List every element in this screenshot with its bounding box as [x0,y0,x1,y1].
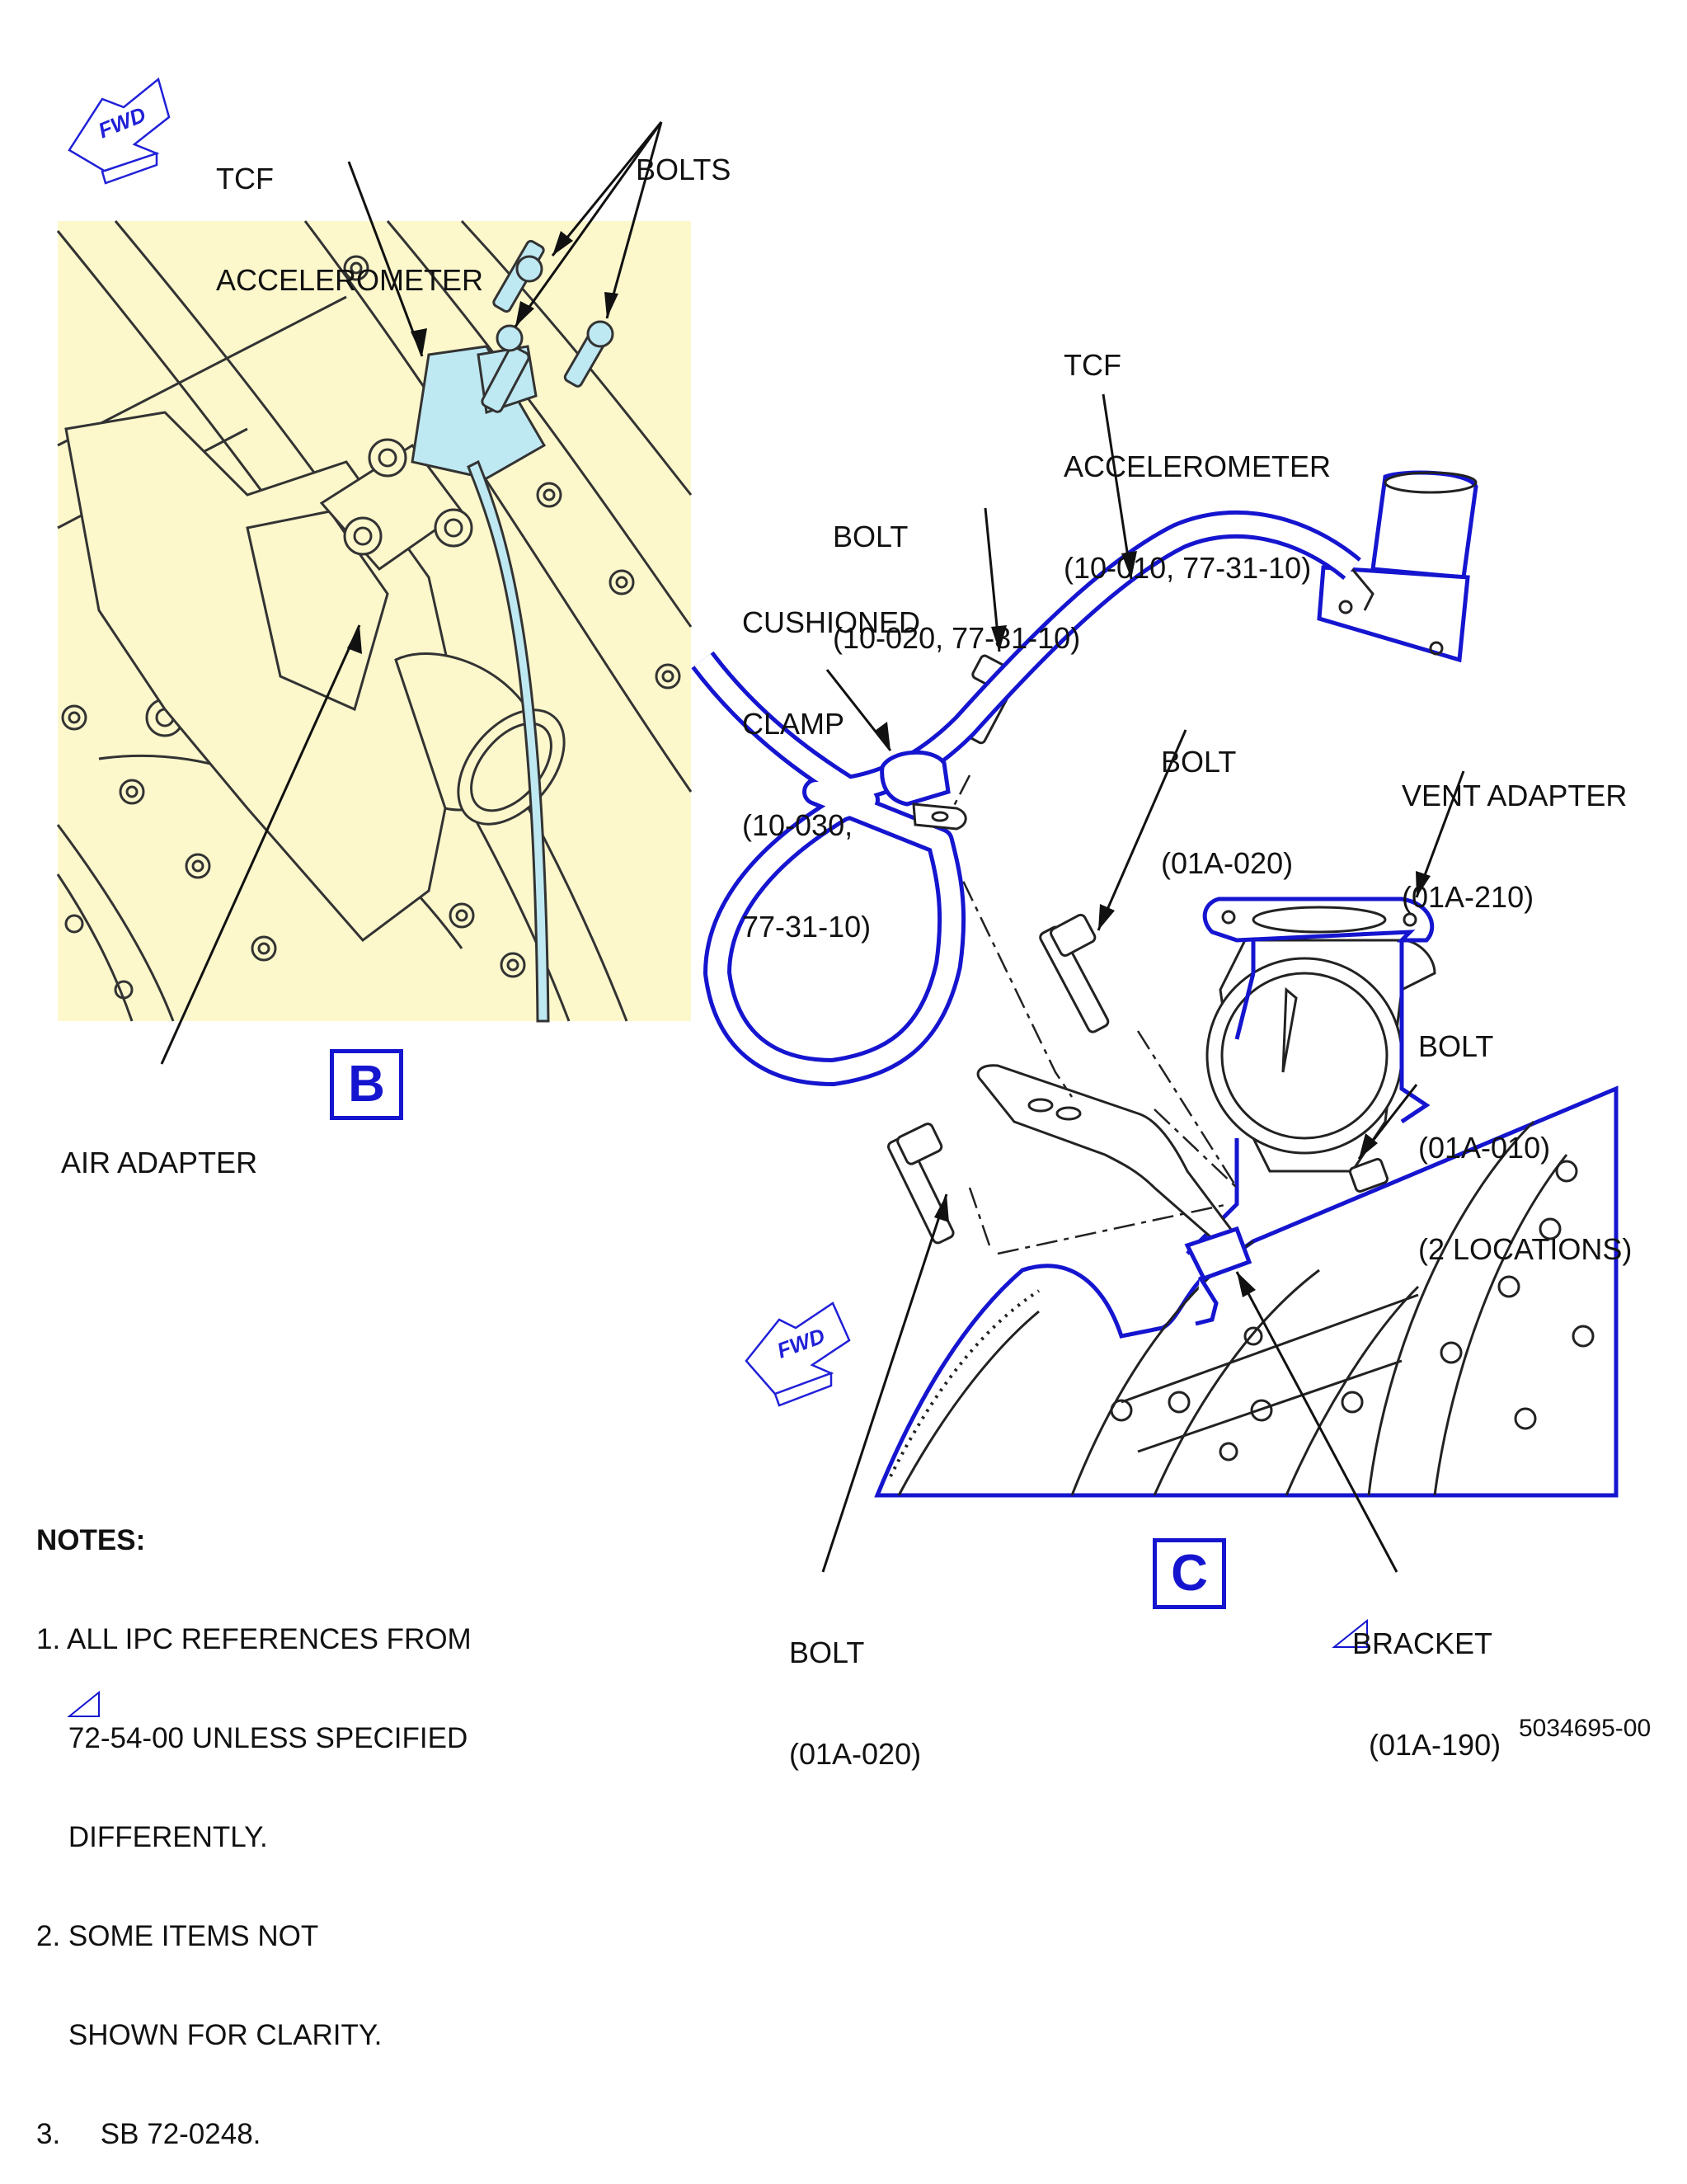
notes-block: NOTES: 1. ALL IPC REFERENCES FROM 72-54-… [36,1458,472,2184]
view-c-letter: C [1153,1538,1226,1609]
label-cushioned-clamp: CUSHIONED CLAMP (10-030, 77-31-10) [742,605,921,944]
fwd-arrow-top-icon: FWD [68,77,171,185]
note-line: DIFFERENTLY. [36,1821,268,1853]
diagram-canvas: FWD [56,77,1619,1717]
label-bolt-10-020: BOLT (10-020, 77-31-10) [833,520,1081,655]
note-line: SHOWN FOR CLARITY. [36,2019,383,2051]
sb-flag-bracket-icon [1332,1618,1368,1648]
label-bolt-01a-010: BOLT (01A-010) (2 LOCATIONS) [1418,1029,1633,1266]
fwd-arrow-bottom-icon: FWD [745,1301,851,1407]
label-tcf-accelerometer-c: TCF ACCELEROMETER (10-010, 77-31-10) [1064,348,1332,585]
label-tcf-accelerometer-b: TCF ACCELEROMETER [216,162,484,297]
label-vent-adapter: VENT ADAPTER (01A-210) [1402,779,1628,914]
notes-title: NOTES: [36,1524,146,1556]
document-number: 5034695-00 [1519,1715,1652,1742]
label-bolt-01a-020-bottom: BOLT (01A-020) [789,1636,922,1771]
label-bolt-01a-020-mid: BOLT (01A-020) [1161,745,1294,880]
label-bolts-b: BOLTS [636,153,731,186]
view-c-illustration [691,393,1619,1573]
note-line: 2. SOME ITEMS NOT [36,1920,319,1952]
label-air-adapter: AIR ADAPTER [61,1146,258,1179]
note-line: 3. SB 72-0248. [36,2118,261,2150]
label-bracket: BRACKET (01A-190) [1352,1626,1501,1762]
sb-flag-note-icon [67,1690,100,1717]
note-line: 1. ALL IPC REFERENCES FROM [36,1623,472,1655]
view-b-letter: B [330,1049,403,1120]
view-b-illustration [56,121,693,1065]
note-line: 72-54-00 UNLESS SPECIFIED [36,1722,468,1754]
